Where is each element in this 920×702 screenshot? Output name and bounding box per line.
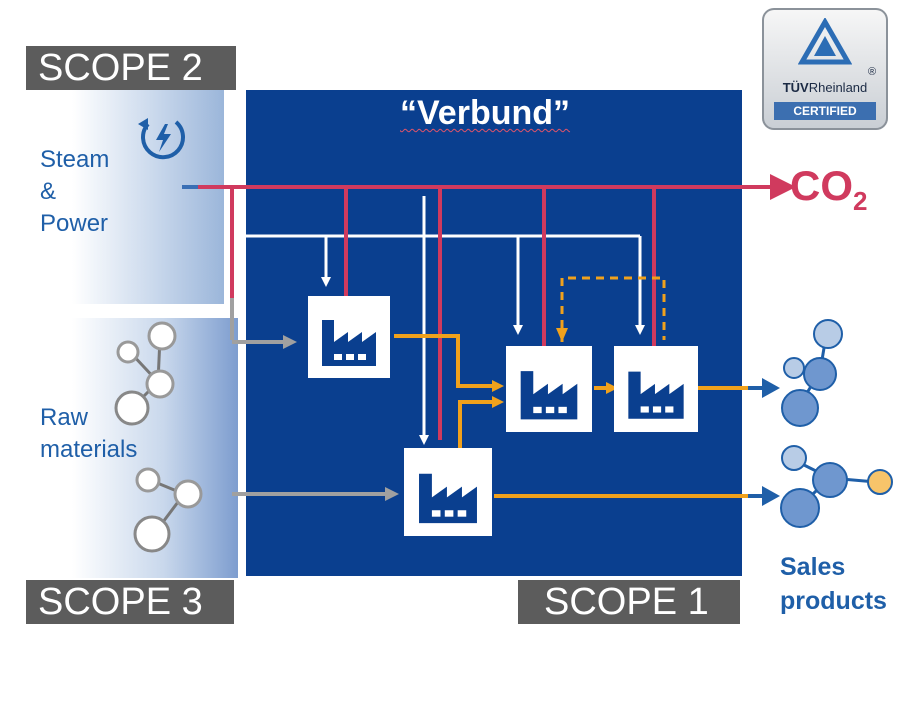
sales-label: Sales: [780, 553, 846, 581]
molecule-icon: [133, 467, 203, 553]
tuv-brand-bold: TÜV: [782, 80, 809, 95]
raw-materials-label: Raw materials: [40, 402, 137, 466]
power-bolt-icon: [138, 118, 185, 160]
scope-1-label: SCOPE 1: [518, 580, 740, 624]
scope-2-label: SCOPE 2: [26, 46, 236, 90]
factory-icon: [614, 346, 698, 432]
molecule-icon: [114, 321, 177, 426]
product-arrow-1-head: [762, 378, 780, 398]
co2-label: CO2: [790, 164, 867, 223]
molecule-icon: [780, 445, 893, 528]
co2-subscript: 2: [853, 186, 868, 216]
materials-label: materials: [40, 436, 138, 463]
products-label: products: [780, 587, 887, 615]
product-flow-lines: [394, 276, 748, 498]
molecule-icon: [781, 319, 843, 427]
scope-3-label: SCOPE 3: [26, 580, 234, 624]
factory-icon: [404, 448, 492, 536]
tuv-brand-rest: Rheinland: [808, 80, 868, 95]
co2-arrow-head: [770, 174, 796, 200]
certified-label: CERTIFIED: [774, 102, 876, 120]
ampersand-label: &: [40, 178, 57, 205]
factory-icon: [506, 346, 592, 432]
registered-mark: ®: [868, 66, 877, 78]
sales-products-label: Sales products: [780, 550, 887, 618]
verbund-title: “Verbund”: [400, 94, 571, 132]
raw-label: Raw: [40, 404, 89, 431]
product-arrow-2-head: [762, 486, 780, 506]
dashed-recycle-arrow-head: [556, 328, 568, 342]
tuv-triangle-icon: [798, 18, 852, 65]
steam-distribution-lines: [232, 196, 645, 445]
raw-material-arrows: [230, 298, 399, 501]
factory-icon: [308, 296, 390, 378]
co2-text: CO: [790, 162, 853, 209]
co2-emission-lines: [182, 185, 770, 440]
tuv-certification-badge: TÜVRheinland ® CERTIFIED: [762, 8, 888, 130]
steam-label: Steam: [40, 146, 110, 173]
steam-power-label: Steam & Power: [40, 144, 109, 240]
tuv-brand: TÜVRheinland: [762, 80, 888, 95]
power-label: Power: [40, 210, 109, 237]
